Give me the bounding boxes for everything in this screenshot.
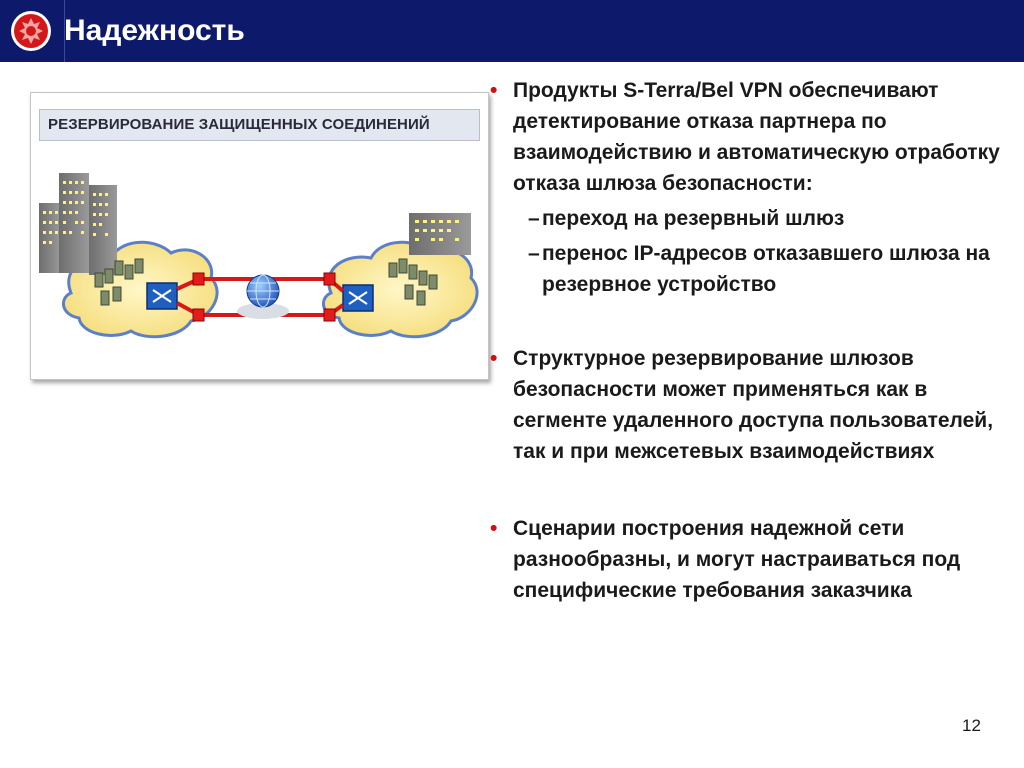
left-workstations	[94, 258, 144, 306]
spacer	[488, 300, 1008, 343]
left-switch-icon	[146, 282, 178, 310]
page-number: 12	[962, 716, 981, 735]
bullet-marker: •	[490, 347, 498, 370]
slide-title: Надежность	[64, 14, 245, 47]
bullet-text: Структурное резервирование шлюзов безопа…	[513, 347, 994, 463]
bullet-marker: •	[490, 517, 498, 540]
bullet-list: • Продукты S-Terra/Bel VPN обеспечивают …	[488, 75, 1008, 606]
gateway-nodes	[192, 272, 336, 322]
dash-marker: –	[528, 207, 540, 230]
sub-item: – переход на резервный шлюз	[488, 203, 1008, 234]
bullet-marker: •	[490, 79, 498, 102]
network-diagram: РЕЗЕРВИРОВАНИЕ ЗАЩИЩЕННЫХ СОЕДИНЕНИЙ	[30, 92, 489, 380]
header-divider	[64, 0, 65, 62]
sub-item-text: перенос IP-адресов отказавшего шлюза на …	[542, 242, 990, 296]
network-diagram-art	[39, 173, 479, 339]
right-switch-icon	[342, 284, 374, 312]
emblem-icon	[11, 11, 51, 51]
bullet-text: Сценарии построения надежной сети разноо…	[513, 517, 961, 602]
bullet-text: Продукты S-Terra/Bel VPN обеспечивают де…	[513, 79, 1000, 195]
internet-globe-icon	[237, 274, 289, 319]
figure-caption: РЕЗЕРВИРОВАНИЕ ЗАЩИЩЕННЫХ СОЕДИНЕНИЙ	[39, 109, 480, 141]
spacer	[488, 467, 1008, 513]
right-site-cloud	[322, 240, 479, 339]
bullet-item: • Структурное резервирование шлюзов безо…	[488, 343, 1008, 467]
sub-item-text: переход на резервный шлюз	[542, 207, 845, 230]
dash-marker: –	[528, 242, 540, 265]
sub-item: – перенос IP-адресов отказавшего шлюза н…	[488, 238, 1008, 300]
right-workstations	[388, 258, 438, 306]
right-building	[409, 213, 471, 255]
header-bar: Надежность	[0, 0, 1024, 62]
left-buildings	[39, 173, 117, 275]
bullet-item: • Продукты S-Terra/Bel VPN обеспечивают …	[488, 75, 1008, 199]
bullet-item: • Сценарии построения надежной сети разн…	[488, 513, 1008, 606]
